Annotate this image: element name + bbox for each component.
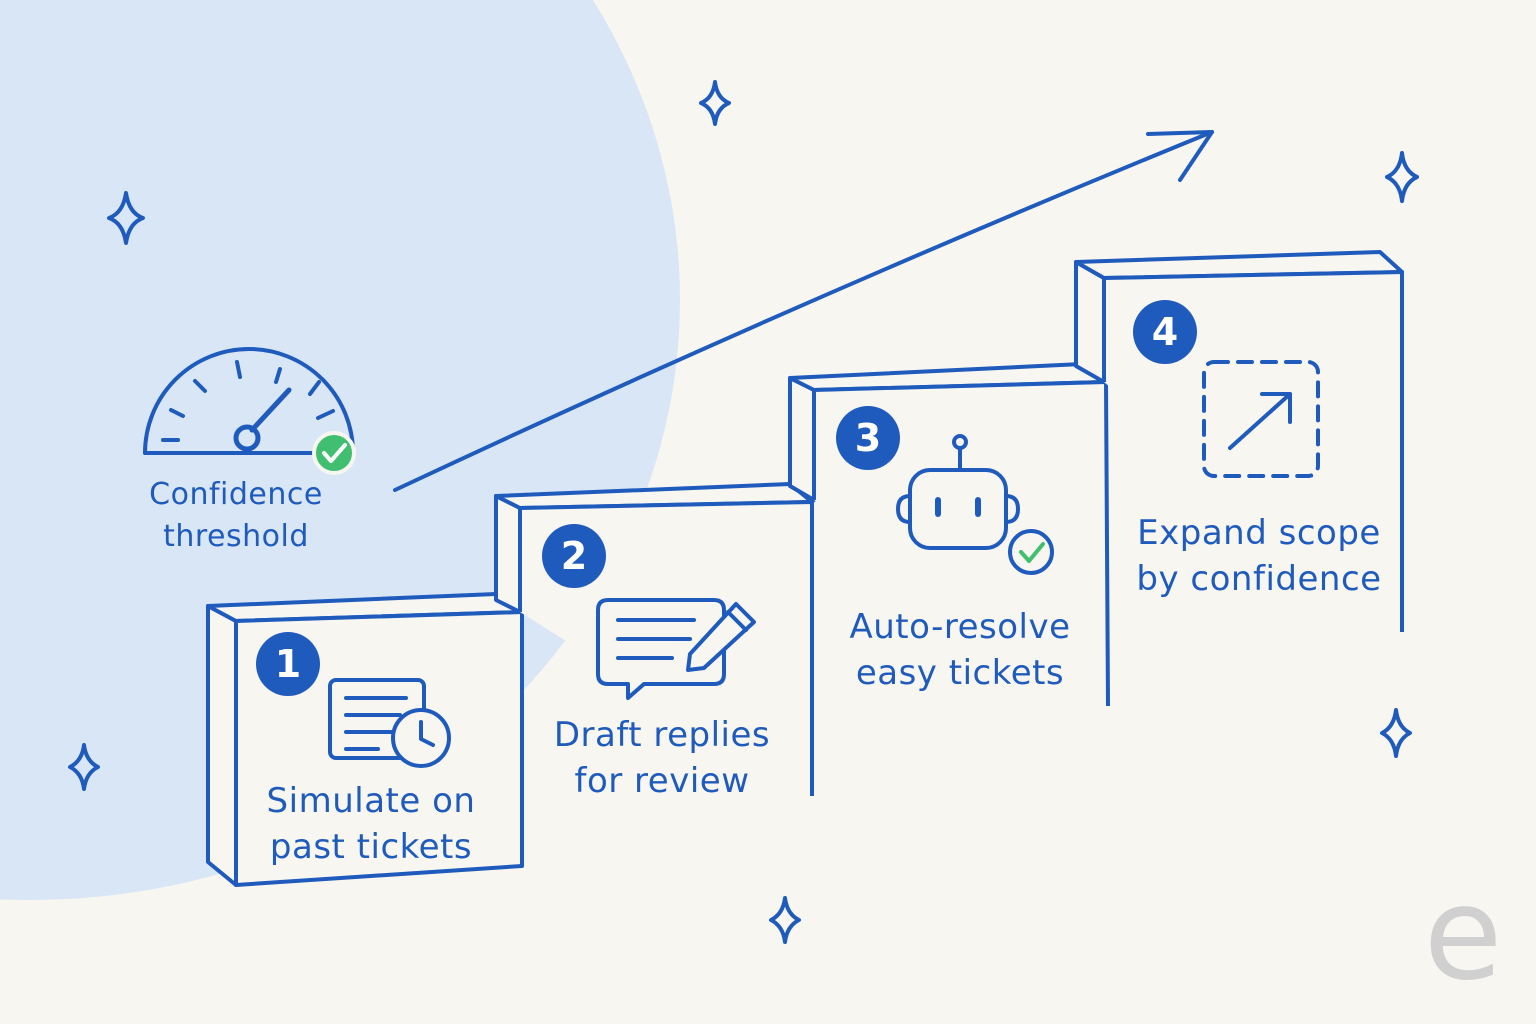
sparkle-icon (769, 896, 801, 944)
robot-icon (896, 434, 1020, 550)
ticket-clock-icon (328, 678, 451, 768)
expand-arrow-icon (1202, 360, 1320, 478)
step-label-3: Auto-resolve easy tickets (830, 604, 1090, 696)
step-number-badge: 2 (542, 524, 606, 588)
step-box-4 (1074, 250, 1404, 632)
chat-pencil-icon (596, 598, 756, 700)
robot-check-icon (1008, 529, 1054, 575)
step-number-badge: 4 (1133, 300, 1197, 364)
step-label-line1: Simulate on (266, 781, 476, 821)
step-label-4: Expand scope by confidence (1124, 510, 1394, 602)
gauge-label-line1: Confidence (149, 477, 323, 512)
step-label-line2: for review (574, 761, 750, 801)
step-label-line1: Draft replies (553, 715, 771, 755)
trend-arrow-icon (393, 130, 1214, 492)
sparkle-icon (68, 743, 100, 791)
gauge-icon (143, 347, 355, 455)
step-label-line1: Auto-resolve (849, 607, 1071, 647)
sparkle-icon (699, 80, 731, 126)
step-label-1: Simulate on past tickets (246, 778, 496, 870)
gauge-label-line2: threshold (163, 519, 309, 554)
step-label-line2: by confidence (1136, 559, 1382, 599)
sparkle-icon (1380, 708, 1412, 758)
sparkle-icon (1385, 151, 1419, 203)
gauge-label: Confidence threshold (136, 474, 336, 558)
step-number-badge: 1 (256, 632, 320, 696)
step-number-badge: 3 (836, 406, 900, 470)
step-label-line1: Expand scope (1137, 513, 1381, 553)
step-label-line2: past tickets (269, 827, 473, 867)
step-label-2: Draft replies for review (532, 712, 792, 804)
gauge-check-icon (312, 431, 356, 475)
trend-arrowhead (1146, 130, 1214, 182)
brand-logo: e (1423, 860, 1503, 1009)
step-label-line2: easy tickets (855, 653, 1065, 693)
sparkle-icon (107, 191, 145, 245)
